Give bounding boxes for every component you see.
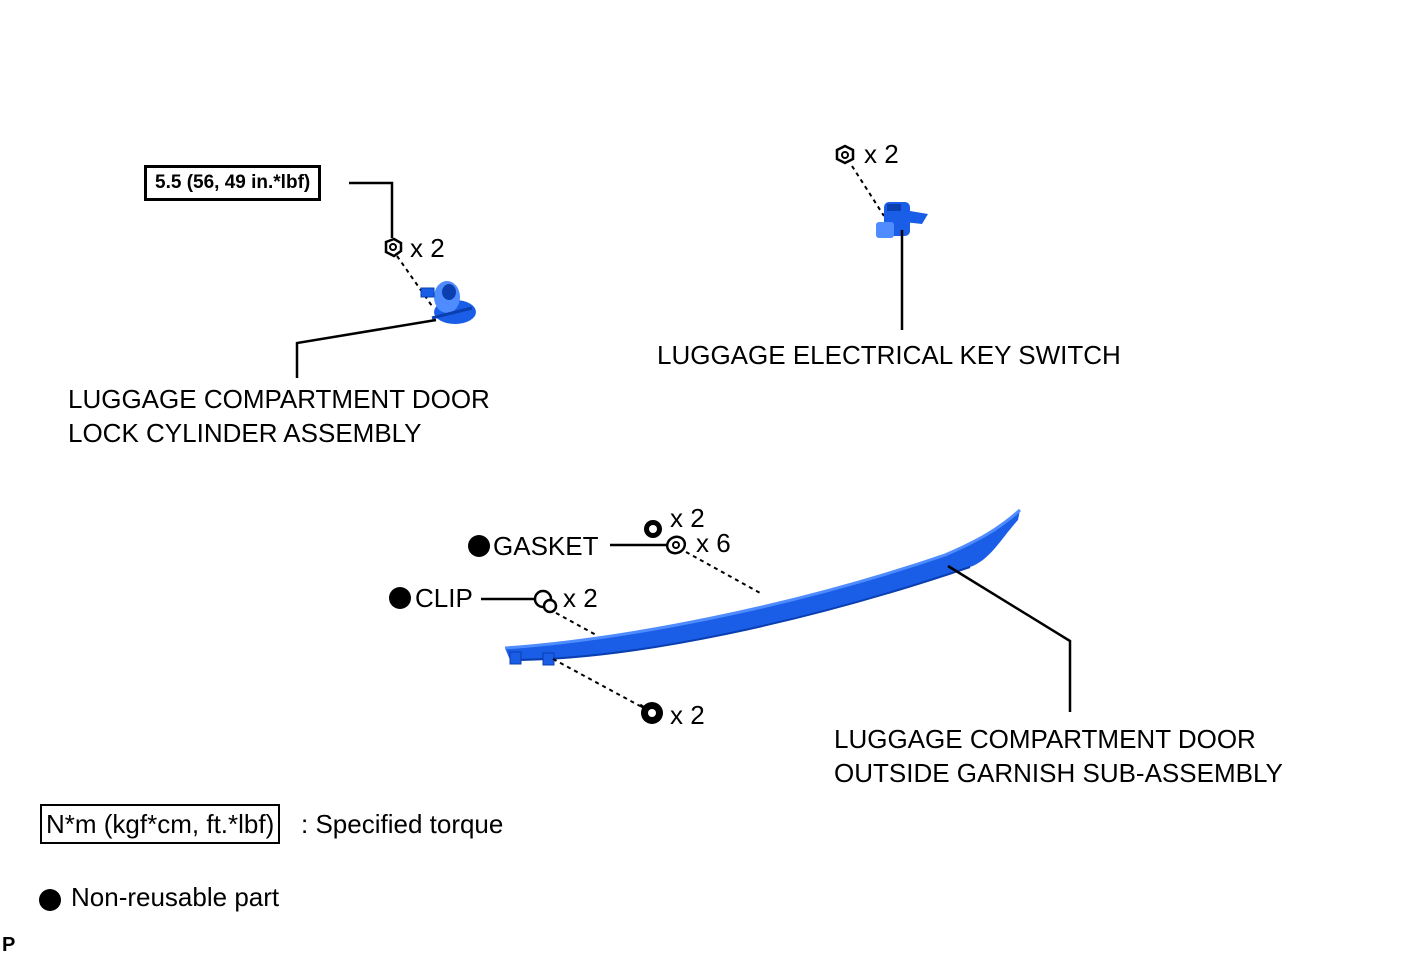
torque-spec-box: 5.5 (56, 49 in.*lbf) [144,165,322,201]
screw-install-line [552,658,641,707]
lock-cylinder-nut-icon [384,237,403,258]
garnish-part [504,508,1022,666]
clip-install-line [555,612,599,637]
key-switch-label: LUGGAGE ELECTRICAL KEY SWITCH [657,340,1121,370]
screw-icon [639,702,663,724]
clip-nonreusable-dot [389,587,411,609]
key-switch-group [835,144,928,330]
garnish-nut-icon [644,520,662,538]
lock-cylinder-leader-line [295,318,437,378]
lock-cylinder-label-line2: LOCK CYLINDER ASSEMBLY [68,418,422,448]
corner-code: P [2,934,16,956]
clip-qty: x 2 [563,583,598,613]
legend-nonreusable-dot [39,889,61,911]
lock-cylinder-part [420,281,476,324]
legend-nonreusable-text: Non-reusable part [71,882,280,912]
legend-torque-text: : Specified torque [301,809,504,839]
gasket-label: GASKET [493,531,599,561]
garnish-nut-qty: x 2 [670,503,705,533]
key-switch-nut-qty: x 2 [864,139,899,169]
key-switch-install-line [851,165,885,217]
gasket-nonreusable-dot [468,535,490,557]
lock-cylinder-label-line1: LUGGAGE COMPARTMENT DOOR [68,384,490,414]
lock-cylinder-install-line [396,255,433,307]
garnish-label-line1: LUGGAGE COMPARTMENT DOOR [834,724,1256,754]
key-switch-nut-icon [835,144,855,165]
key-switch-part [876,202,928,238]
lock-cylinder-group [295,181,476,378]
gasket-install-line [685,551,763,595]
gasket-qty: x 6 [696,528,731,558]
garnish-label-line2: OUTSIDE GARNISH SUB-ASSEMBLY [834,758,1283,788]
legend-torque-box: N*m (kgf*cm, ft.*lbf) [40,804,281,844]
torque-leader-line [349,181,394,238]
clip-icon [533,589,558,614]
clip-label: CLIP [415,583,473,613]
lock-cylinder-nut-qty: x 2 [410,233,445,263]
screw-qty: x 2 [670,700,705,730]
garnish-leader-line [947,564,1072,712]
garnish-group [481,508,1072,724]
gasket-icon [665,535,687,555]
